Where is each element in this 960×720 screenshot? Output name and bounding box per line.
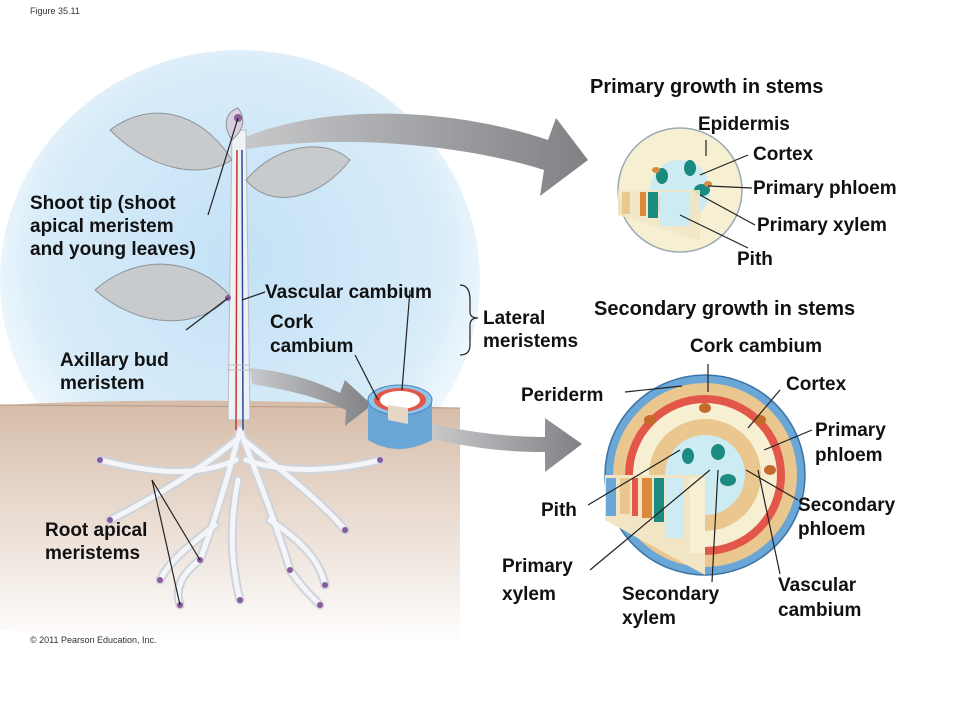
- plant-stem: [227, 129, 251, 431]
- root-apical-label-line1: Root apical: [45, 520, 148, 541]
- primary-pith-label: Pith: [737, 249, 773, 270]
- secondary-primary-xylem-label-line1: Primary: [502, 556, 573, 577]
- primary-cortex-label: Cortex: [753, 144, 814, 165]
- vascular-cambium-label: Vascular cambium: [265, 282, 432, 303]
- vascular-cambium-secondary-label-line2: cambium: [778, 600, 862, 621]
- copyright-notice: © 2011 Pearson Education, Inc.: [30, 635, 157, 645]
- arrow-to-cylinder: [250, 368, 372, 426]
- lateral-meristems-label-line1: Lateral: [483, 308, 546, 329]
- arrow-to-primary-stem: [238, 113, 588, 196]
- periderm-label: Periderm: [521, 385, 604, 406]
- shoot-tip-label-line3: and young leaves): [30, 239, 196, 260]
- secondary-pith-label: Pith: [541, 500, 577, 521]
- secondary-primary-xylem-label-line2: xylem: [502, 584, 556, 605]
- secondary-stem-section: [604, 374, 806, 576]
- secondary-phloem-label-line1: Secondary: [798, 495, 896, 516]
- axillary-bud-label-line2: meristem: [60, 373, 145, 394]
- epidermis-label: Epidermis: [698, 114, 790, 135]
- secondary-xylem-label-line2: xylem: [622, 608, 676, 629]
- axillary-bud-label-line1: Axillary bud: [60, 350, 169, 371]
- figure-label: Figure 35.11: [30, 6, 80, 16]
- root-apical-label-line2: meristems: [45, 543, 141, 564]
- cork-cambium-label-line1: Cork: [270, 312, 314, 333]
- plant-leaves: [94, 107, 351, 322]
- primary-xylem-label: Primary xylem: [757, 215, 887, 236]
- secondary-primary-phloem-label-line2: phloem: [815, 445, 883, 466]
- cork-cambium-label-line2: cambium: [270, 336, 354, 357]
- shoot-tip-label-line1: Shoot tip (shoot: [30, 193, 176, 214]
- primary-phloem-label: Primary phloem: [753, 178, 897, 199]
- secondary-xylem-label-line1: Secondary: [622, 584, 720, 605]
- secondary-phloem-label-line2: phloem: [798, 519, 866, 540]
- arrow-to-secondary-stem: [430, 418, 582, 472]
- primary-stem-section: [617, 127, 743, 253]
- secondary-cork-cambium-label: Cork cambium: [690, 336, 822, 357]
- primary-growth-title: Primary growth in stems: [590, 76, 824, 98]
- secondary-growth-title: Secondary growth in stems: [594, 298, 856, 320]
- label-pointers: [151, 117, 813, 606]
- secondary-cortex-label: Cortex: [786, 374, 847, 395]
- vascular-cambium-secondary-label-line1: Vascular: [778, 575, 857, 596]
- cambium-cylinder: [367, 384, 433, 449]
- secondary-primary-phloem-label-line1: Primary: [815, 420, 886, 441]
- shoot-tip-label-line2: apical meristem: [30, 216, 174, 237]
- lateral-meristems-label-line2: meristems: [483, 331, 579, 352]
- root-system: [95, 425, 385, 610]
